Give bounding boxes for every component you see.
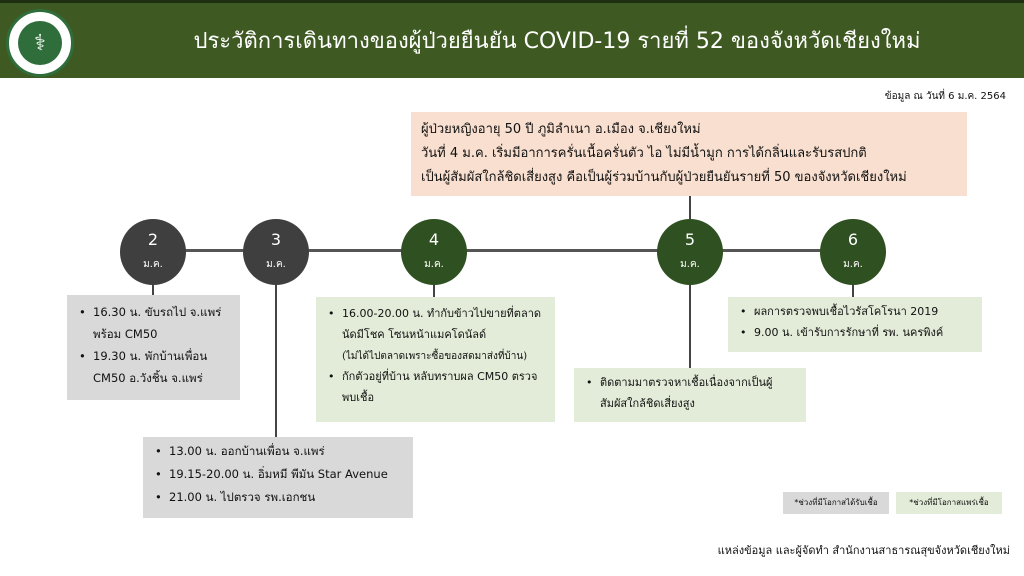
event-item: 16.30 น. ขับรถไป จ.แพร่ พร้อม CM50	[75, 301, 232, 345]
ministry-logo: ⚕	[6, 9, 74, 77]
month: ม.ค.	[680, 259, 700, 270]
legend-exposure: *ช่วงที่มีโอกาสได้รับเชื้อ	[783, 492, 889, 514]
month: ม.ค.	[843, 259, 863, 270]
header-bar: ⚕ ประวัติการเดินทางของผู้ป่วยยืนยัน COVI…	[0, 0, 1024, 78]
event-item: 19.30 น. พักบ้านเพื่อน CM50 อ.วังชิ้น จ.…	[75, 345, 232, 389]
summary-line: วันที่ 4 ม.ค. เริ่มมีอาการครั่นเนื้อครั่…	[421, 146, 867, 161]
patient-summary: ผู้ป่วยหญิงอายุ 50 ปี ภูมิลำเนา อ.เมือง …	[411, 112, 967, 196]
events-day-5: ติดตามมาตรวจหาเชื้อเนื่องจากเป็นผู้สัมผั…	[574, 368, 806, 422]
source-note: แหล่งข้อมูล และผู้จัดทำ สำนักงานสาธารณสุ…	[717, 544, 1010, 557]
day-marker-2: 2 ม.ค.	[120, 219, 186, 285]
day-marker-4: 4 ม.ค.	[401, 219, 467, 285]
events-day-6: ผลการตรวจพบเชื้อไวรัสโคโรนา 2019 9.00 น.…	[728, 297, 982, 352]
as-of-date: ข้อมูล ณ วันที่ 6 ม.ค. 2564	[884, 91, 1006, 102]
day: 4	[428, 230, 440, 249]
day-marker-3: 3 ม.ค.	[243, 219, 309, 285]
connector	[275, 260, 277, 438]
event-item: ผลการตรวจพบเชื้อไวรัสโคโรนา 2019	[736, 301, 974, 322]
events-day-3: 13.00 น. ออกบ้านเพื่อน จ.แพร่ 19.15-20.0…	[143, 437, 413, 518]
event-item: 19.15-20.00 น. อิ่มหมี พีมัน Star Avenue	[151, 463, 405, 486]
month: ม.ค.	[424, 259, 444, 270]
summary-line: เป็นผู้สัมผัสใกล้ชิดเสี่ยงสูง คือเป็นผู้…	[421, 170, 907, 185]
page-title: ประวัติการเดินทางของผู้ป่วยยืนยัน COVID-…	[193, 29, 921, 54]
timeline-line	[153, 249, 853, 252]
day: 6	[847, 230, 859, 249]
event-note: (ไม่ได้ไปตลาดเพราะซื้อของสดมาส่งที่บ้าน)	[342, 351, 528, 362]
event-text: 16.00-20.00 น. ทำกับข้าวไปขายที่ตลาดนัดม…	[342, 307, 542, 341]
month: ม.ค.	[143, 259, 163, 270]
day-marker-6: 6 ม.ค.	[820, 219, 886, 285]
event-item: 21.00 น. ไปตรวจ รพ.เอกชน	[151, 486, 405, 509]
events-day-4: 16.00-20.00 น. ทำกับข้าวไปขายที่ตลาดนัดม…	[316, 297, 555, 422]
event-item: 9.00 น. เข้ารับการรักษาที่ รพ. นครพิงค์	[736, 322, 974, 343]
day: 2	[147, 230, 159, 249]
event-item: ติดตามมาตรวจหาเชื้อเนื่องจากเป็นผู้สัมผั…	[582, 372, 798, 414]
events-day-2: 16.30 น. ขับรถไป จ.แพร่ พร้อม CM50 19.30…	[67, 295, 240, 400]
event-item: 13.00 น. ออกบ้านเพื่อน จ.แพร่	[151, 440, 405, 463]
day: 3	[270, 230, 282, 249]
event-item: กักตัวอยู่ที่บ้าน หลับทราบผล CM50 ตรวจพบ…	[324, 366, 547, 408]
day-marker-5: 5 ม.ค.	[657, 219, 723, 285]
summary-line: ผู้ป่วยหญิงอายุ 50 ปี ภูมิลำเนา อ.เมือง …	[421, 122, 701, 137]
event-item: 16.00-20.00 น. ทำกับข้าวไปขายที่ตลาดนัดม…	[324, 303, 547, 366]
caduceus-icon: ⚕	[18, 21, 62, 65]
month: ม.ค.	[266, 259, 286, 270]
day: 5	[684, 230, 696, 249]
legend-spread: *ช่วงที่มีโอกาสแพร่เชื้อ	[896, 492, 1002, 514]
